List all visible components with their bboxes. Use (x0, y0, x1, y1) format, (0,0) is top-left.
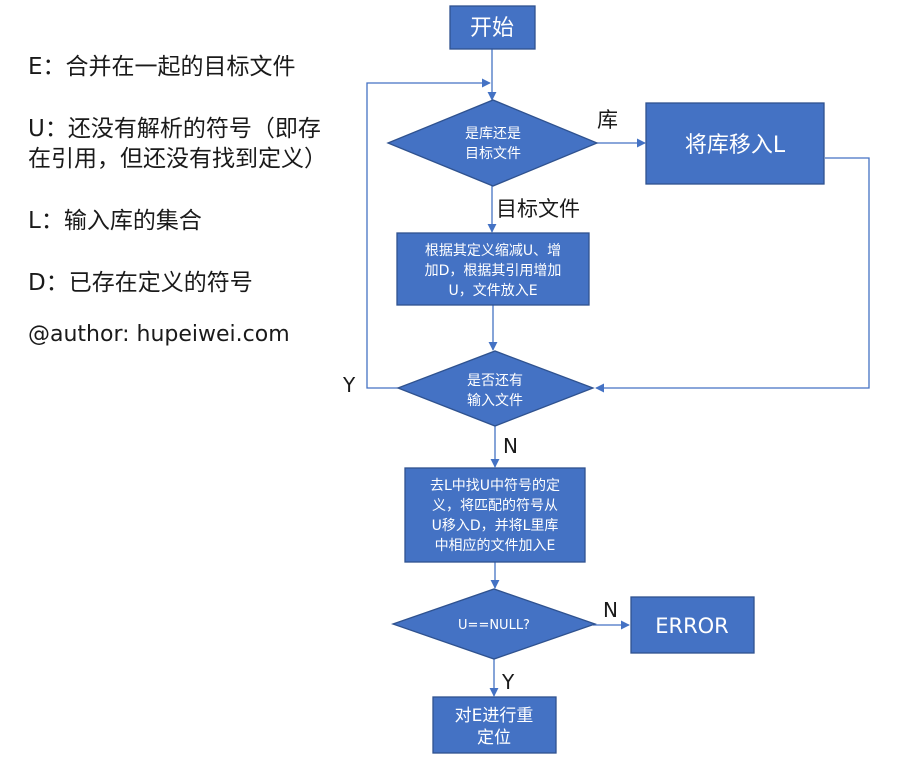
legend-u-line2: 在引用，但还没有找到定义） (28, 146, 327, 172)
error-label: ERROR (655, 614, 729, 638)
decision-lib-or-object (386, 99, 599, 187)
decision-lib-label-2: 目标文件 (465, 146, 521, 162)
legend-e: E：合并在一起的目标文件 (28, 54, 296, 80)
relocate-label-1: 对E进行重 (455, 706, 534, 726)
process-library-label-3: U移入D，并将L里库 (432, 518, 559, 534)
edge-loop-yes (366, 78, 491, 389)
decision-more-files (396, 350, 595, 427)
edge-label-lib: 库 (597, 108, 618, 132)
edge-label-no-more: N (503, 434, 518, 458)
start-node (449, 5, 536, 50)
edge-label-yes-loop: Y (342, 373, 356, 397)
error-node (630, 596, 755, 654)
relocate-node (432, 696, 557, 754)
process-object-label-1: 根据其定义缩减U、增 (425, 243, 561, 259)
process-object-label-2: 加D，根据其引用增加 (425, 263, 562, 279)
legend-l: L：输入库的集合 (28, 208, 202, 234)
edge-label-yes-null: Y (501, 670, 515, 694)
decision-null-label: U==NULL? (458, 618, 530, 633)
decision-u-null (391, 588, 597, 660)
edge-label-object: 目标文件 (496, 197, 580, 221)
decision-more-label-2: 输入文件 (467, 393, 523, 409)
process-library-label-4: 中相应的文件加入E (435, 537, 556, 554)
start-label: 开始 (470, 16, 514, 41)
process-object-label-3: U，文件放入E (448, 283, 537, 299)
process-library-label-2: 义，将匹配的符号从 (432, 498, 558, 514)
relocate-label-2: 定位 (477, 728, 511, 748)
move-lib-node (645, 102, 825, 185)
legend-d: D：已存在定义的符号 (28, 270, 253, 296)
connectors (366, 49, 870, 697)
process-library-node (404, 467, 586, 563)
edge-label-no-null: N (603, 598, 618, 622)
decision-lib-label-1: 是库还是 (465, 126, 521, 142)
author-credit: @author: hupeiwei.com (28, 322, 290, 347)
legend-u-line1: U：还没有解析的符号（即存 (28, 116, 321, 142)
decision-more-label-1: 是否还有 (467, 373, 523, 389)
process-library-label-1: 去L中找U中符号的定 (430, 478, 560, 494)
edge-move-lib-to-decision-more (595, 157, 870, 393)
process-object-node (396, 232, 590, 306)
move-lib-label: 将库移入L (685, 133, 786, 158)
